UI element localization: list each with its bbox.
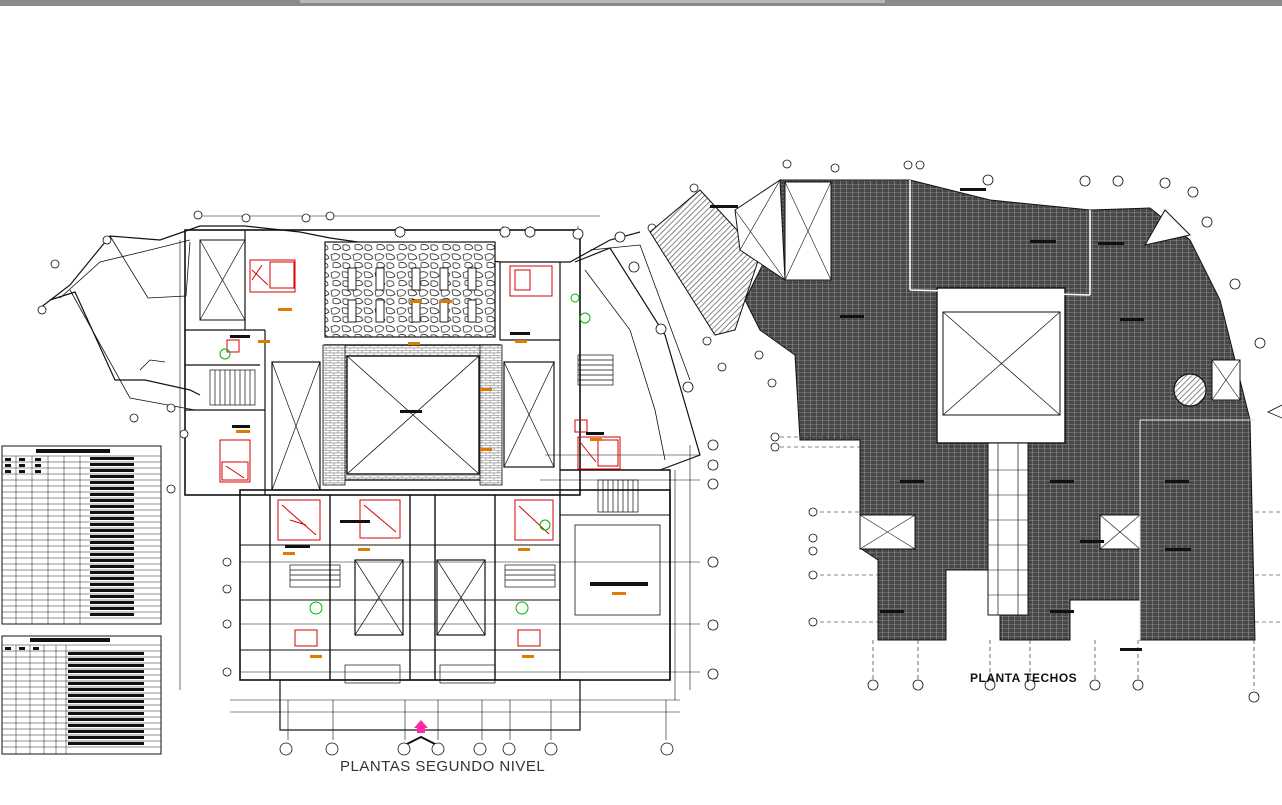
roof-plan-title: PLANTA TECHOS: [970, 671, 1078, 685]
room-label-tags: [236, 300, 626, 658]
north-arrow: [404, 720, 438, 746]
window-top-bar-highlight: [300, 0, 885, 3]
room-text-blocks: [230, 332, 648, 586]
second-floor-plan: [39, 215, 701, 740]
schedule-table-text: [5, 457, 144, 745]
schedule-table-1: [1, 445, 162, 625]
roof-plan: [649, 159, 1282, 703]
second-floor-title: PLANTAS SEGUNDO NIVEL: [340, 758, 546, 775]
floor-plan-plants: [219, 293, 591, 615]
window-top-bar: [0, 0, 1282, 6]
grid-bubbles-second-floor: [37, 210, 719, 680]
floor-plan-furniture: [219, 259, 621, 647]
grid-bubbles-bottom: [279, 742, 674, 756]
